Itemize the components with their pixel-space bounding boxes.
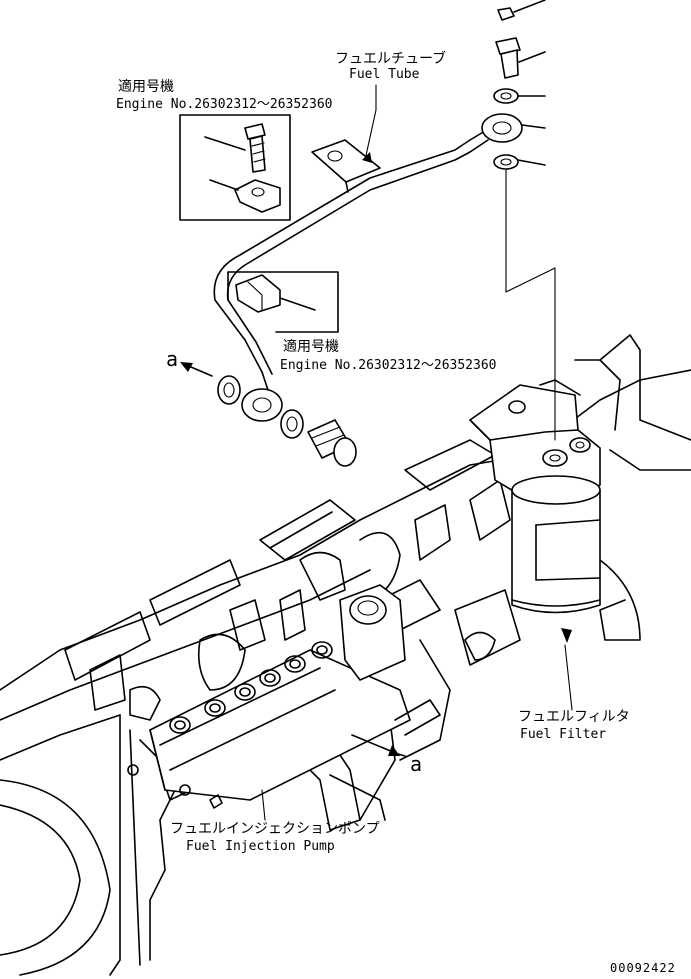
serial-note-mid-jp: 適用号機	[283, 338, 339, 355]
view-a-lower-label: a	[410, 752, 422, 776]
injection-pump-label-en: Fuel Injection Pump	[186, 839, 335, 854]
fuel-filter-leader	[564, 644, 573, 711]
fuel-tube-leader	[364, 84, 377, 161]
fuel-filter	[469, 379, 601, 614]
drawing-number: 00092422	[610, 961, 676, 975]
view-a-upper-label: a	[166, 347, 178, 371]
serial-note-mid-en: Engine No.26302312～26352360	[280, 358, 497, 373]
fuel-injection-pump	[127, 584, 441, 821]
inset-box-top	[179, 114, 291, 221]
injection-pump-label-jp: フュエルインジェクションポンプ	[170, 821, 380, 837]
fuel-tube-label-en: Fuel Tube	[349, 67, 420, 82]
fuel-filter-label-en: Fuel Filter	[520, 727, 606, 742]
inset-box-mid	[227, 271, 339, 333]
lower-banjo-parts	[180, 362, 357, 467]
view-arrow-lower	[351, 734, 406, 757]
fuel-tube-label-jp: フュエルチューブ	[335, 50, 446, 67]
serial-note-top-en: Engine No.26302312～26352360	[116, 97, 333, 112]
fuel-filter-label-jp: フュエルフィルタ	[518, 709, 630, 725]
injection-pump-leader	[261, 789, 266, 821]
serial-note-top-jp: 適用号機	[118, 78, 174, 95]
top-hardware	[493, 0, 556, 441]
